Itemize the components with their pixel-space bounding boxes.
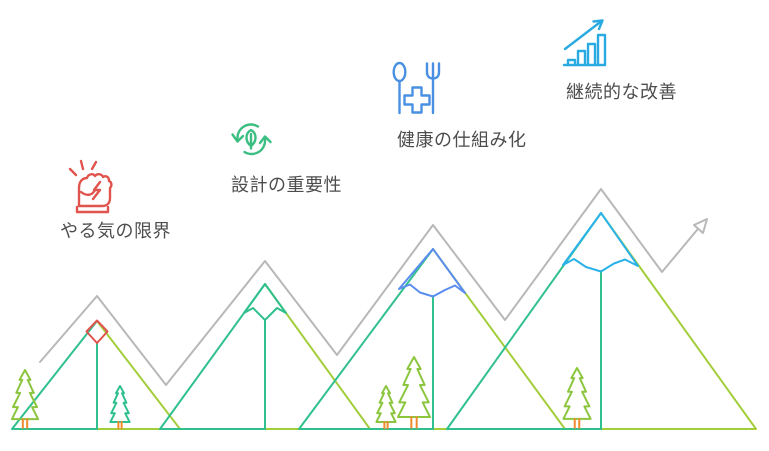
mountain-4-right-face <box>600 212 757 430</box>
progress-zigzag-line <box>39 188 698 386</box>
pine-tree <box>110 385 131 429</box>
pine-tree <box>375 385 397 429</box>
mountain-1-right-face <box>96 320 181 430</box>
pine-tree <box>397 356 431 429</box>
pine-tree <box>11 369 39 429</box>
mountain-2-left-face <box>159 283 266 430</box>
mountain-3-left-face <box>298 248 434 430</box>
mountain-4 <box>446 212 757 430</box>
progress-path <box>39 188 708 386</box>
progress-arrowhead <box>693 218 708 234</box>
mountain-3 <box>298 248 566 430</box>
mountain-1 <box>11 319 181 430</box>
mountain-4-snow-cap <box>562 212 639 273</box>
mountain-2 <box>159 283 371 430</box>
mountain-1-peak-diamond <box>85 319 109 344</box>
pine-tree <box>562 367 592 429</box>
trees <box>11 356 592 429</box>
mountain-4-left-face <box>446 212 602 430</box>
mountain-3-snow-cap <box>398 248 466 298</box>
mountain-2-snow-cap <box>243 283 287 321</box>
mountain-1-left-face <box>11 320 98 430</box>
